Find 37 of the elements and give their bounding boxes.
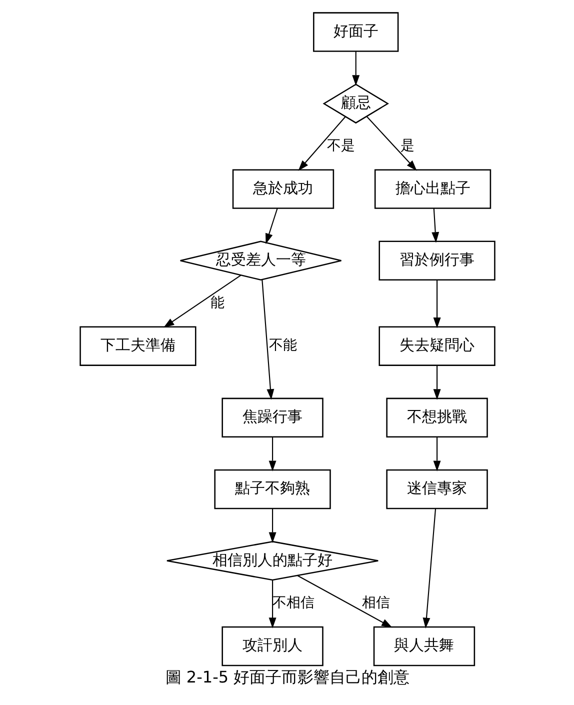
edge-label: 不能 — [268, 338, 297, 354]
node-box: 點子不夠熟 — [214, 469, 330, 510]
node-box: 急於成功 — [232, 169, 334, 209]
arrow — [296, 575, 392, 628]
node-box: 迷信專家 — [386, 469, 488, 510]
arrow — [431, 208, 439, 243]
node-box: 擔心出點子 — [374, 169, 491, 209]
node-diamond: 顧忌 — [322, 84, 388, 124]
node-box: 焦躁行事 — [221, 398, 323, 438]
node-box: 下工夫準備 — [79, 326, 196, 366]
arrow — [268, 508, 276, 543]
arrow — [265, 208, 278, 244]
arrow — [366, 116, 416, 171]
edge-label: 相信 — [362, 595, 390, 612]
node-diamond: 忍受差人一等 — [179, 240, 342, 281]
node-box: 攻訐別人 — [221, 626, 323, 666]
edge-label: 不相信 — [272, 595, 314, 612]
edge-label: 能 — [210, 294, 224, 311]
node-box: 與人共舞 — [372, 626, 475, 666]
edge-label: 不是 — [326, 138, 354, 154]
arrow — [432, 365, 440, 400]
arrow — [422, 508, 436, 628]
arrow — [268, 436, 276, 472]
edge-label: 是 — [400, 138, 414, 154]
caption: 圖 2-1-5 好面子而影響自己的創意 — [164, 668, 410, 687]
node-box: 好面子 — [312, 12, 398, 52]
arrow — [432, 436, 440, 472]
arrow — [163, 274, 241, 328]
node-box: 不想挑戰 — [386, 398, 488, 438]
arrow — [268, 580, 276, 628]
arrow — [261, 280, 274, 400]
arrow — [432, 280, 440, 328]
node-box: 失去疑問心 — [378, 326, 495, 366]
node-box: 習於例行事 — [378, 240, 495, 280]
arrow — [352, 51, 360, 86]
arrow — [298, 116, 346, 171]
node-diamond: 相信別人的點子好 — [166, 540, 378, 581]
